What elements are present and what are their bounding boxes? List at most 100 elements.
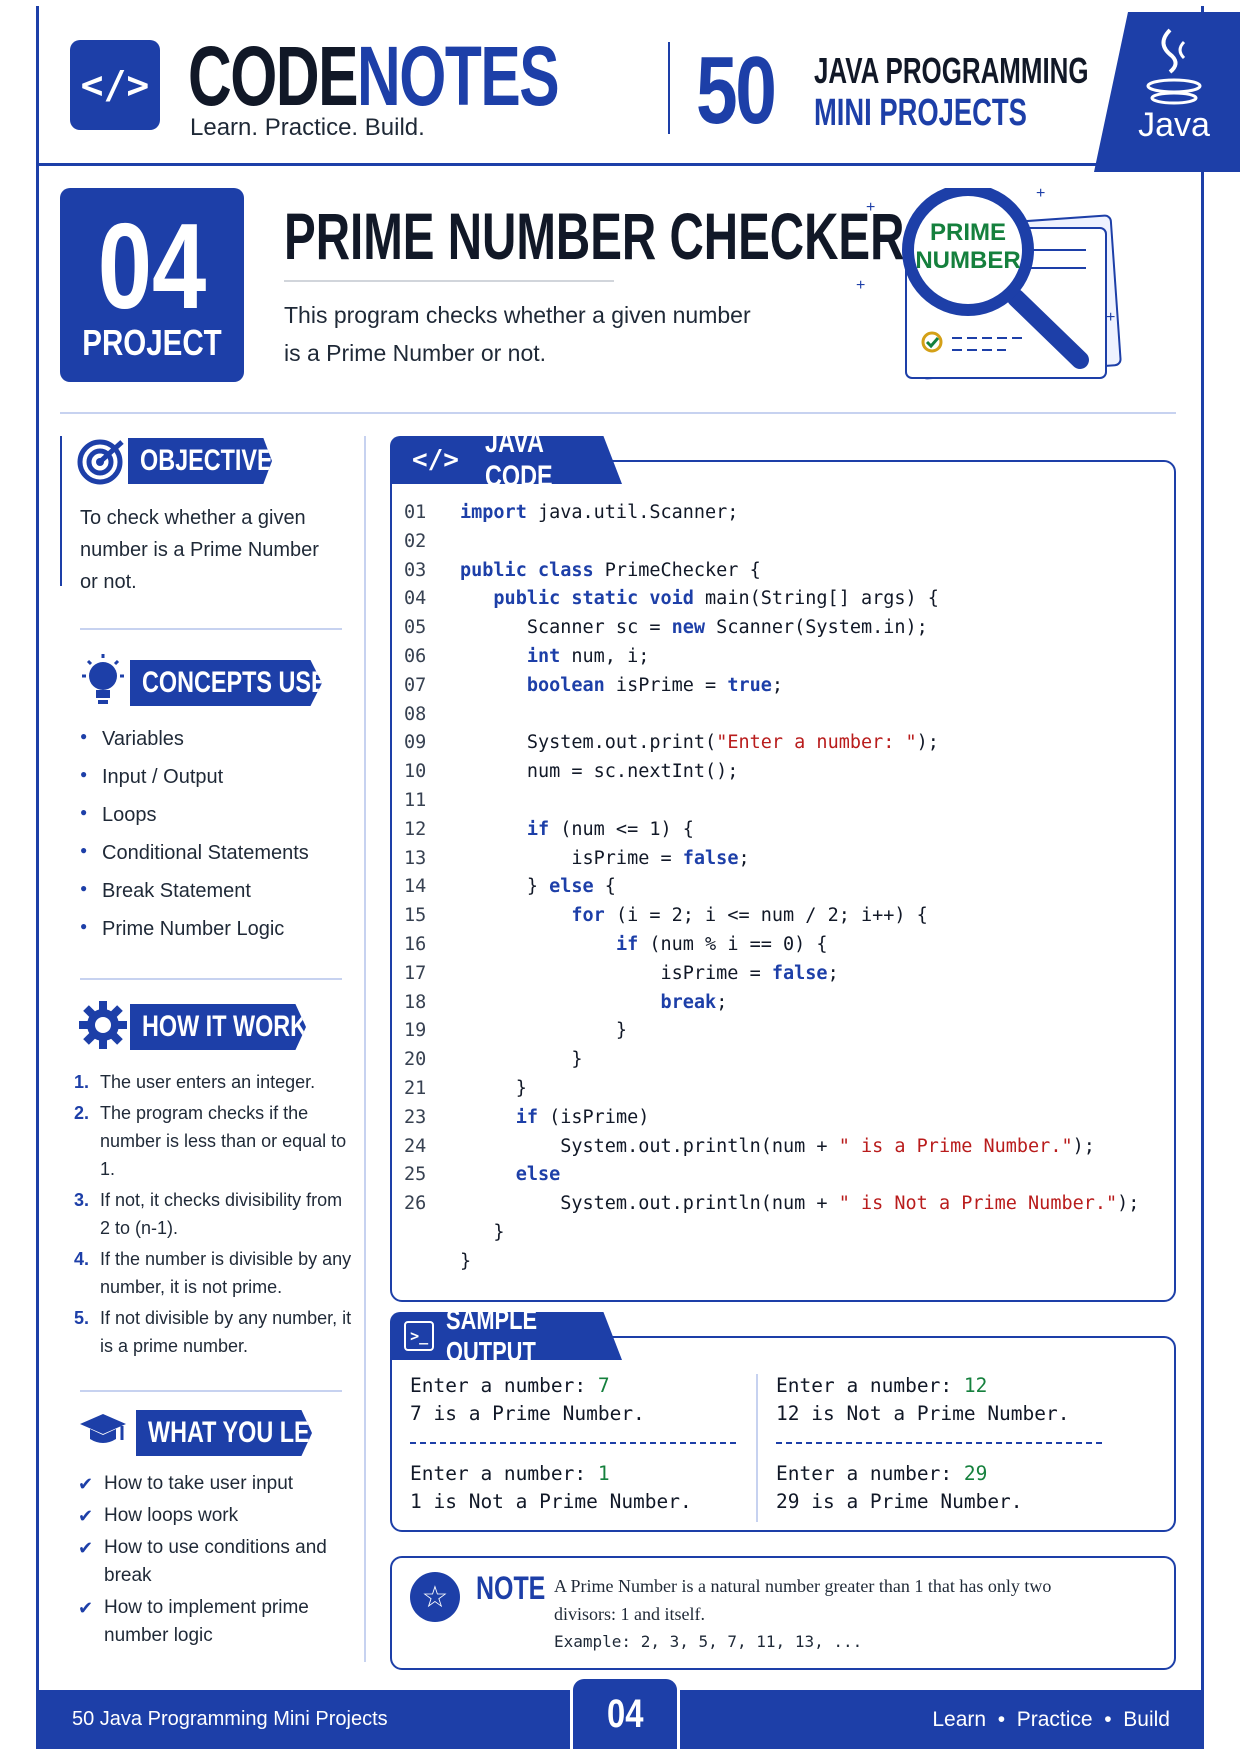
- java-logo-icon: Java: [1094, 12, 1240, 172]
- list-item: 2.The program checks if the number is le…: [74, 1103, 347, 1179]
- page-header: </> CODENOTES Learn. Practice. Build. 50…: [36, 6, 1240, 172]
- list-item: How to implement prime number logic: [78, 1594, 348, 1650]
- list-item: Variables: [80, 728, 360, 766]
- concepts-list: Variables Input / Output Loops Condition…: [80, 728, 360, 956]
- what-you-learn-heading: WHAT YOU LEARN: [136, 1410, 312, 1456]
- code-line: 21 }: [404, 1078, 527, 1099]
- graduation-cap-icon: [80, 1414, 126, 1443]
- lightbulb-icon: [82, 654, 124, 704]
- list-item: 1.The user enters an integer.: [74, 1072, 316, 1092]
- terminal-icon: >_: [404, 1321, 435, 1351]
- how-it-works-steps: 1.The user enters an integer. 2.The prog…: [74, 1068, 352, 1363]
- svg-text:+: +: [856, 277, 865, 294]
- note-box: [390, 1556, 1176, 1670]
- code-heading: </> JAVA CODE: [390, 436, 622, 484]
- list-item: Prime Number Logic: [80, 918, 360, 956]
- output-sample-4: Enter a number: 29 29 is a Prime Number.: [776, 1462, 1023, 1513]
- column-divider: [364, 436, 366, 1662]
- code-line: 16 if (num % i == 0) {: [404, 934, 828, 955]
- header-divider: [668, 42, 670, 134]
- output-heading: >_ SAMPLE OUTPUT: [390, 1312, 622, 1360]
- brand-name: CODENOTES: [188, 29, 560, 123]
- code-line: 18 break;: [404, 991, 728, 1013]
- note-text: A Prime Number is a natural number great…: [554, 1576, 1052, 1651]
- illustration-label-1: PRIME: [930, 219, 1006, 246]
- list-item: How loops work: [78, 1502, 348, 1530]
- code-line: 15 for (i = 2; i <= num / 2; i++) {: [404, 905, 928, 927]
- code-line: 23 if (isPrime): [404, 1106, 650, 1128]
- code-line: 17 isPrime = false;: [404, 962, 839, 984]
- code-line: }: [460, 1222, 505, 1243]
- concepts-heading: CONCEPTS USED: [130, 660, 322, 706]
- section-divider: [60, 412, 1176, 414]
- code-line: 04 public static void main(String[] args…: [404, 588, 939, 610]
- java-label: Java: [1138, 106, 1210, 144]
- gear-icon: [79, 1001, 127, 1049]
- code-line: 19 }: [404, 1020, 628, 1042]
- objective-heading: OBJECTIVE: [128, 438, 272, 484]
- list-item: Input / Output: [80, 766, 360, 804]
- code-brackets-icon: </>: [70, 40, 160, 130]
- code-line: 20 }: [404, 1049, 583, 1071]
- code-line: 07 boolean isPrime = true;: [404, 674, 784, 696]
- output-divider: [776, 1442, 1102, 1444]
- list-item: Loops: [80, 804, 360, 842]
- project-number: 04: [97, 198, 207, 334]
- target-icon: [77, 439, 124, 485]
- left-divider: [80, 1390, 342, 1392]
- list-item: 5.If not divisible by any number, it is …: [74, 1308, 352, 1356]
- svg-text:+: +: [1106, 309, 1115, 326]
- code-brackets-icon: </>: [412, 445, 459, 475]
- note-heading: NOTE: [476, 1570, 546, 1606]
- list-item: How to take user input: [78, 1470, 348, 1498]
- output-sample-1: Enter a number: 7 7 is a Prime Number.: [410, 1374, 645, 1425]
- project-badge: 04 PROJECT: [60, 188, 244, 382]
- code-line: 25 else: [404, 1164, 561, 1186]
- how-it-works-heading: HOW IT WORKS: [130, 1004, 306, 1050]
- output-column-divider: [756, 1374, 758, 1522]
- page-footer: 50 Java Programming Mini Projects 04 Lea…: [36, 1676, 1204, 1749]
- brand-tagline: Learn. Practice. Build.: [190, 114, 425, 141]
- left-divider: [80, 628, 342, 630]
- project-label: PROJECT: [82, 322, 222, 363]
- objective-text: To check whether a given number is a Pri…: [80, 507, 319, 593]
- series-number: 50: [696, 37, 777, 144]
- project-description: This program checks whether a given numb…: [284, 302, 751, 366]
- code-line: 02: [404, 530, 427, 552]
- code-line: 11: [404, 790, 427, 811]
- page-title: PRIME NUMBER CHECKER: [284, 199, 905, 273]
- code-line: 05 Scanner sc = new Scanner(System.in);: [404, 617, 928, 639]
- output-sample-2: Enter a number: 12 12 is Not a Prime Num…: [776, 1374, 1070, 1425]
- title-underline: [284, 280, 614, 282]
- code-line: 24 System.out.println(num + " is a Prime…: [404, 1135, 1095, 1157]
- left-divider: [80, 978, 342, 980]
- left-accent-bar: [60, 436, 62, 586]
- footer-series-title: 50 Java Programming Mini Projects: [72, 1708, 388, 1730]
- magnifier-illustration-icon: PRIME NUMBER + + + +: [856, 188, 1122, 380]
- code-line: 26 System.out.println(num + " is Not a P…: [404, 1193, 1140, 1215]
- svg-text:+: +: [1036, 188, 1045, 202]
- list-item: 3.If not, it checks divisibility from 2 …: [74, 1190, 343, 1238]
- illustration-label-2: NUMBER: [915, 247, 1020, 274]
- list-item: Conditional Statements: [80, 842, 360, 880]
- code-panel: [390, 460, 1176, 1302]
- code-line: 09 System.out.print("Enter a number: ");: [404, 732, 939, 754]
- series-title-line1: JAVA PROGRAMMING: [814, 50, 1089, 91]
- output-sample-3: Enter a number: 1 1 is Not a Prime Numbe…: [410, 1462, 692, 1513]
- code-line: 06 int num, i;: [404, 646, 650, 667]
- what-you-learn-list: How to take user input How loops work Ho…: [78, 1470, 348, 1654]
- output-panel: [390, 1336, 1176, 1532]
- code-line: 14 } else {: [404, 876, 616, 898]
- code-line: 12 if (num <= 1) {: [404, 818, 694, 840]
- code-line: 08: [404, 703, 427, 725]
- star-icon: ☆: [410, 1572, 460, 1622]
- series-title-line2: MINI PROJECTS: [814, 92, 1027, 134]
- output-divider: [410, 1442, 736, 1444]
- list-item: 4.If the number is divisible by any numb…: [74, 1249, 352, 1297]
- code-line: 10 num = sc.nextInt();: [404, 761, 739, 783]
- list-item: Break Statement: [80, 880, 360, 918]
- svg-text:+: +: [866, 199, 875, 216]
- footer-motto: Learn • Practice • Build: [932, 1708, 1170, 1731]
